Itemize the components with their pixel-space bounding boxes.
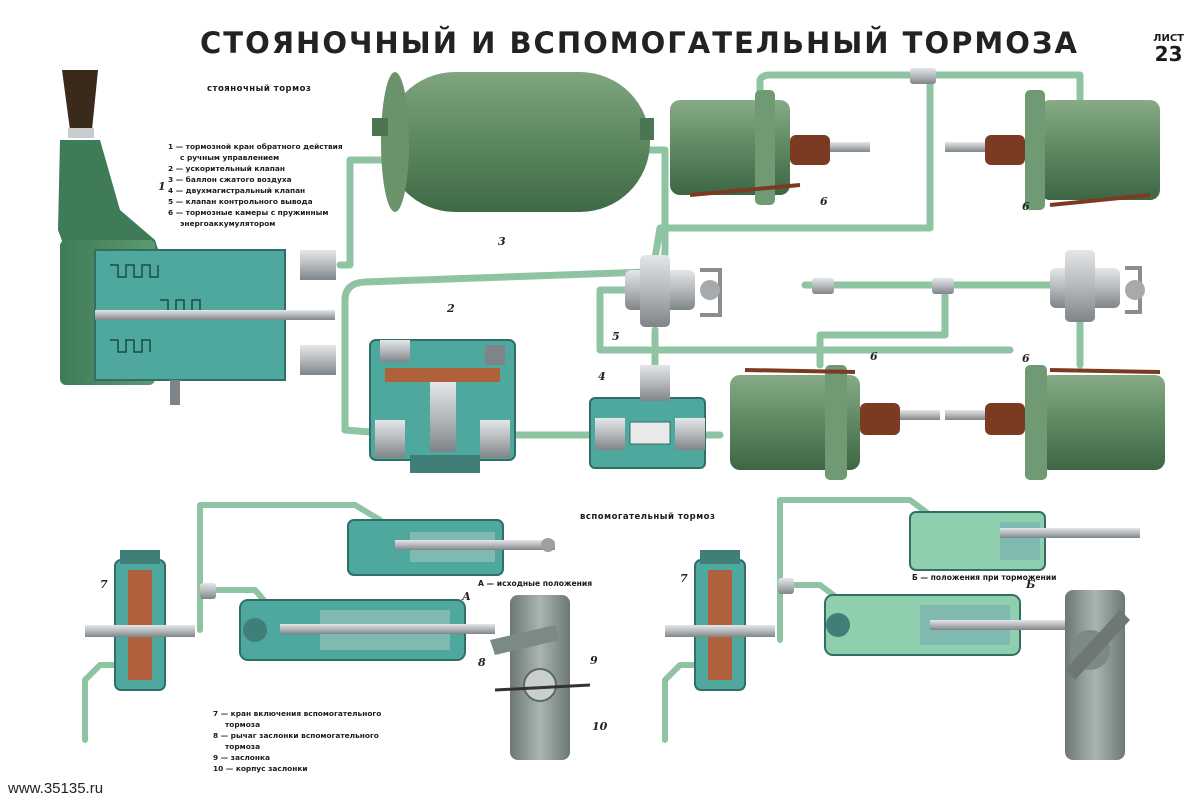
callout-9: 9 <box>590 654 598 667</box>
test-port-valve-right <box>1050 250 1145 322</box>
aux-legend: 7 — кран включения вспомогательного торм… <box>213 708 381 774</box>
legend-line: 2 — ускорительный клапан <box>168 164 285 173</box>
sheet-number: 23 <box>1154 42 1183 66</box>
callout-6-bottom-right: 6 <box>1022 352 1030 365</box>
legend-line: энергоаккумулятором <box>180 219 276 228</box>
callout-8: 8 <box>478 656 486 669</box>
legend-line: 8 — рычаг заслонки вспомогательного <box>213 731 379 740</box>
callout-5: 5 <box>612 330 620 343</box>
aux-cylinder-lower-right <box>824 594 1100 656</box>
state-b-caption: Б — положения при торможении <box>912 573 1057 582</box>
pipe-tees <box>200 68 954 599</box>
legend-line: тормоза <box>225 742 261 751</box>
poster-title: СТОЯНОЧНЫЙ И ВСПОМОГАТЕЛЬНЫЙ ТОРМОЗА <box>200 26 1079 60</box>
callout-3: 3 <box>498 235 506 248</box>
legend-line: с ручным управлением <box>180 153 280 162</box>
exhaust-damper-left <box>490 595 591 760</box>
parking-legend: 1 — тормозной кран обратного действия с … <box>168 141 343 229</box>
callout-1: 1 <box>158 180 166 193</box>
legend-line: 3 — баллон сжатого воздуха <box>168 175 292 184</box>
legend-line: 7 — кран включения вспомогательного <box>213 709 382 718</box>
parking-section-heading: стояночный тормоз <box>207 84 312 94</box>
site-url[interactable]: www.35135.ru <box>8 780 104 797</box>
aux-brake-valve-right <box>665 550 775 691</box>
callout-6-bottom-left: 6 <box>870 350 878 363</box>
sheet-label: ЛИСТ <box>1153 33 1184 44</box>
callout-2: 2 <box>447 302 455 315</box>
legend-line: 6 — тормозные камеры с пружинным <box>168 208 329 217</box>
double-line-valve <box>589 365 706 469</box>
callout-b: Б <box>1026 578 1036 591</box>
legend-line: 1 — тормозной кран обратного действия <box>168 142 343 151</box>
aux-cylinder-upper-left <box>347 519 555 576</box>
state-a-caption: А — исходные положения <box>478 579 593 588</box>
callout-6-top-right: 6 <box>1022 200 1030 213</box>
callout-a: А <box>462 590 471 603</box>
legend-line: 9 — заслонка <box>213 753 270 762</box>
test-port-valve-left <box>625 255 722 327</box>
spring-chamber-top-left <box>670 90 870 205</box>
callout-6-top-left: 6 <box>820 195 828 208</box>
aux-section-heading: вспомогательный тормоз <box>580 512 716 522</box>
aux-brake-valve-left <box>85 550 195 691</box>
air-tank <box>372 72 654 212</box>
spring-chamber-bottom-left <box>730 365 940 480</box>
aux-cylinder-lower-left <box>239 599 495 661</box>
spring-chamber-bottom-right <box>945 365 1165 480</box>
sheet-number-block: ЛИСТ 23 <box>1153 33 1184 66</box>
callout-7-right: 7 <box>680 572 688 585</box>
spring-chamber-top-right <box>945 90 1160 210</box>
legend-line: 5 — клапан контрольного вывода <box>168 197 313 206</box>
callout-7-left: 7 <box>100 578 108 591</box>
parking-brake-valve <box>58 70 336 405</box>
callout-10: 10 <box>592 720 608 733</box>
air-lines-aux <box>82 497 933 743</box>
legend-line: 10 — корпус заслонки <box>213 764 308 773</box>
legend-line: тормоза <box>225 720 261 729</box>
aux-cylinder-upper-right <box>909 511 1140 571</box>
exhaust-damper-right <box>1065 590 1130 760</box>
callout-4: 4 <box>598 370 606 383</box>
legend-line: 4 — двухмагистральный клапан <box>168 186 306 195</box>
accelerator-valve <box>369 339 516 473</box>
